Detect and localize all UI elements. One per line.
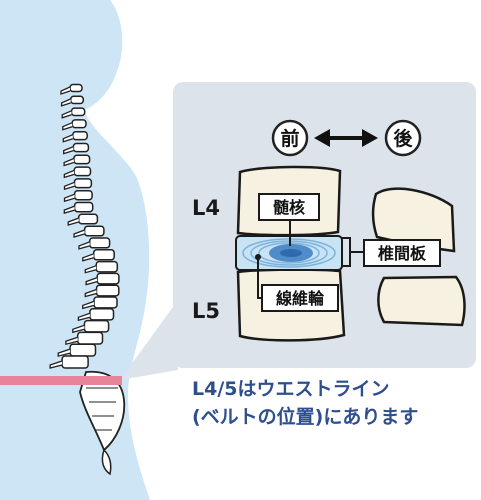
body-silhouette	[0, 0, 150, 500]
back-badge	[384, 119, 422, 157]
front-label: 前	[280, 127, 299, 150]
vertebra	[95, 284, 120, 297]
spinous-process	[63, 181, 75, 191]
face-profile	[0, 0, 58, 150]
spinous-process	[63, 169, 75, 179]
disc-label-box	[363, 239, 441, 267]
spinous-process	[82, 253, 94, 262]
spinous-process	[60, 86, 71, 95]
spinous-process	[84, 265, 97, 274]
spinous-process	[63, 193, 75, 203]
vertebra	[83, 319, 110, 333]
coccyx	[101, 448, 112, 476]
vertebra	[73, 166, 92, 177]
belt-line	[0, 376, 122, 385]
l5-label: L5	[192, 299, 220, 323]
spinous-process	[49, 360, 63, 369]
back-label: 後	[393, 127, 413, 150]
vertebra	[89, 308, 115, 321]
spinous-process	[57, 348, 71, 357]
spinous-process	[63, 205, 75, 214]
double-arrow-icon	[314, 129, 378, 147]
vertebra	[72, 130, 88, 141]
disc-label: 椎間板	[378, 244, 427, 263]
vertebra	[70, 107, 86, 117]
vertebra	[71, 119, 87, 129]
vertebra	[93, 296, 118, 309]
vertebra	[69, 95, 85, 105]
spinous-process	[82, 300, 95, 310]
vertebra	[92, 249, 115, 261]
spinous-process	[61, 110, 72, 119]
vertebra	[77, 213, 99, 225]
caption-line-1: L4/5はウエストライン	[192, 378, 390, 400]
vertebra	[95, 260, 119, 273]
annulus-label: 線維輪	[276, 289, 325, 308]
vertebra	[96, 272, 120, 285]
vertebra	[73, 189, 93, 201]
caption-line-2: (ベルトの位置)にあります	[192, 406, 419, 428]
vertebra	[73, 154, 91, 165]
vertebra	[69, 343, 97, 357]
spine	[49, 83, 126, 476]
spinous-process	[62, 122, 73, 131]
front-badge	[271, 119, 309, 157]
spinous-process	[63, 145, 74, 155]
spinous-process	[60, 98, 71, 107]
vertebra	[83, 225, 105, 237]
vertebra	[73, 201, 94, 213]
vertebra	[88, 237, 111, 249]
spinous-process	[84, 288, 97, 298]
spinous-process	[63, 157, 75, 167]
vertebra	[69, 83, 83, 93]
nucleus-label: 髄核	[273, 198, 305, 217]
vertebra	[73, 178, 93, 189]
l5-posterior-element	[377, 275, 466, 327]
spinous-process	[67, 217, 79, 226]
spinous-process	[85, 276, 98, 286]
spinous-process	[72, 324, 85, 334]
spinous-process	[77, 312, 91, 322]
nucleus-label-box	[258, 193, 320, 221]
spinous-process	[62, 134, 74, 143]
vertebra	[72, 142, 90, 153]
l4-label: L4	[192, 196, 220, 220]
spinous-process	[78, 241, 90, 250]
spinous-process	[65, 336, 78, 346]
annulus-label-box	[261, 284, 339, 312]
callout-wedge	[120, 300, 178, 380]
vertebra	[76, 331, 104, 345]
spinous-process	[73, 229, 85, 238]
vertebra	[61, 355, 89, 369]
